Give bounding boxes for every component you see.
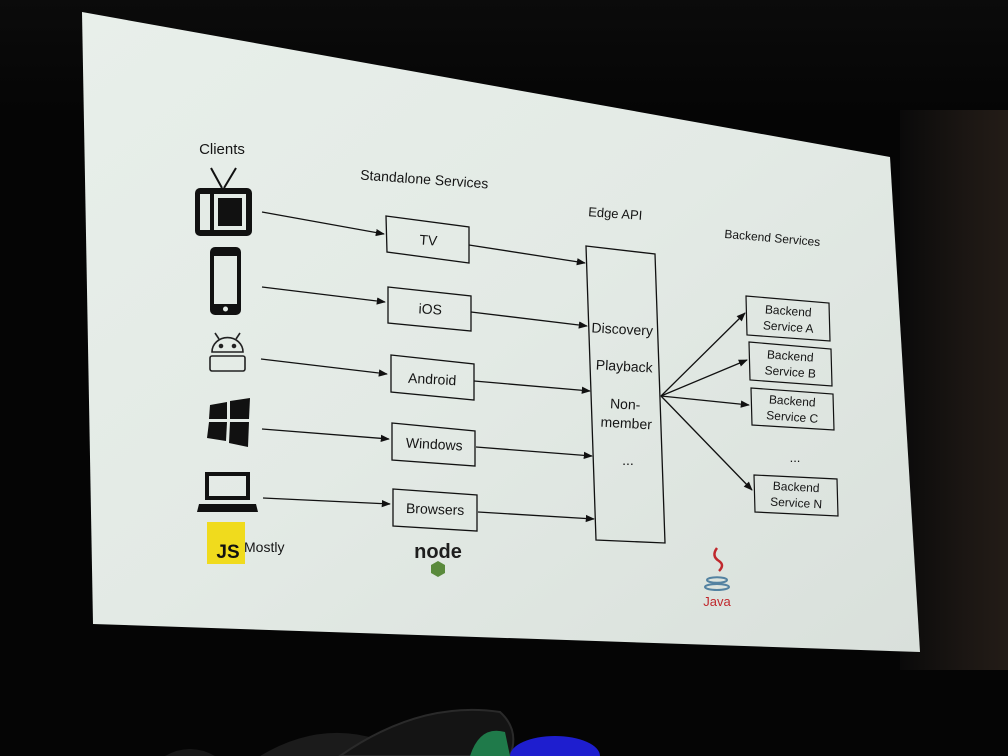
edge-item-non: Non- [610,395,641,413]
js-mostly-label: Mostly [244,539,284,555]
svg-text:TV: TV [419,231,439,248]
javascript-logo: JS [207,522,245,564]
svg-text:Backend: Backend [766,347,814,364]
java-logo: Java [703,547,731,609]
windows-logo-icon [207,398,250,447]
svg-text:Java: Java [703,594,731,609]
edge-item-discovery: Discovery [591,319,653,338]
slide-screen [82,12,920,652]
room-wall [900,110,1008,670]
backend-service-n: Backend Service N [753,474,839,517]
svg-text:Windows: Windows [405,435,463,454]
edge-item-ellipsis: ... [622,452,634,468]
svg-text:node: node [414,541,462,563]
standalone-arrows [468,244,595,523]
svg-text:Backend: Backend [764,302,812,319]
service-box-browsers: Browsers [392,488,478,532]
service-box-windows: Windows [391,422,476,467]
svg-text:iOS: iOS [418,300,442,317]
nodejs-logo: node [414,541,462,577]
service-box-ios: iOS [387,286,472,332]
edge-item-playback: Playback [595,357,654,376]
backend-service-a: Backend Service A [745,295,831,342]
edge-api-box: Discovery Playback Non- member ... [585,245,666,544]
android-icon [209,332,246,372]
svg-text:Service B: Service B [764,363,816,381]
backend-service-b: Backend Service B [748,341,833,387]
service-box-android: Android [390,354,475,401]
backend-arrows [660,312,753,491]
svg-text:JS: JS [216,542,239,563]
svg-text:Browsers: Browsers [406,500,465,518]
service-box-tv: TV [385,215,470,264]
svg-text:Backend: Backend [773,479,820,495]
svg-text:Service A: Service A [763,318,815,336]
laptop-icon [197,472,258,512]
edge-item-member: member [600,414,652,433]
smartphone-icon [210,247,241,315]
tv-icon [195,167,252,236]
svg-text:Service C: Service C [766,408,819,426]
backend-service-c: Backend Service C [750,387,835,431]
edge-api-header: Edge API [588,204,643,223]
clients-header: Clients [199,141,245,158]
audience-foreground [165,708,600,756]
svg-text:Backend: Backend [768,392,816,409]
svg-text:Android: Android [408,370,457,389]
backend-ellipsis: ... [790,450,801,465]
client-arrows [260,211,391,508]
svg-text:Service N: Service N [770,495,823,512]
